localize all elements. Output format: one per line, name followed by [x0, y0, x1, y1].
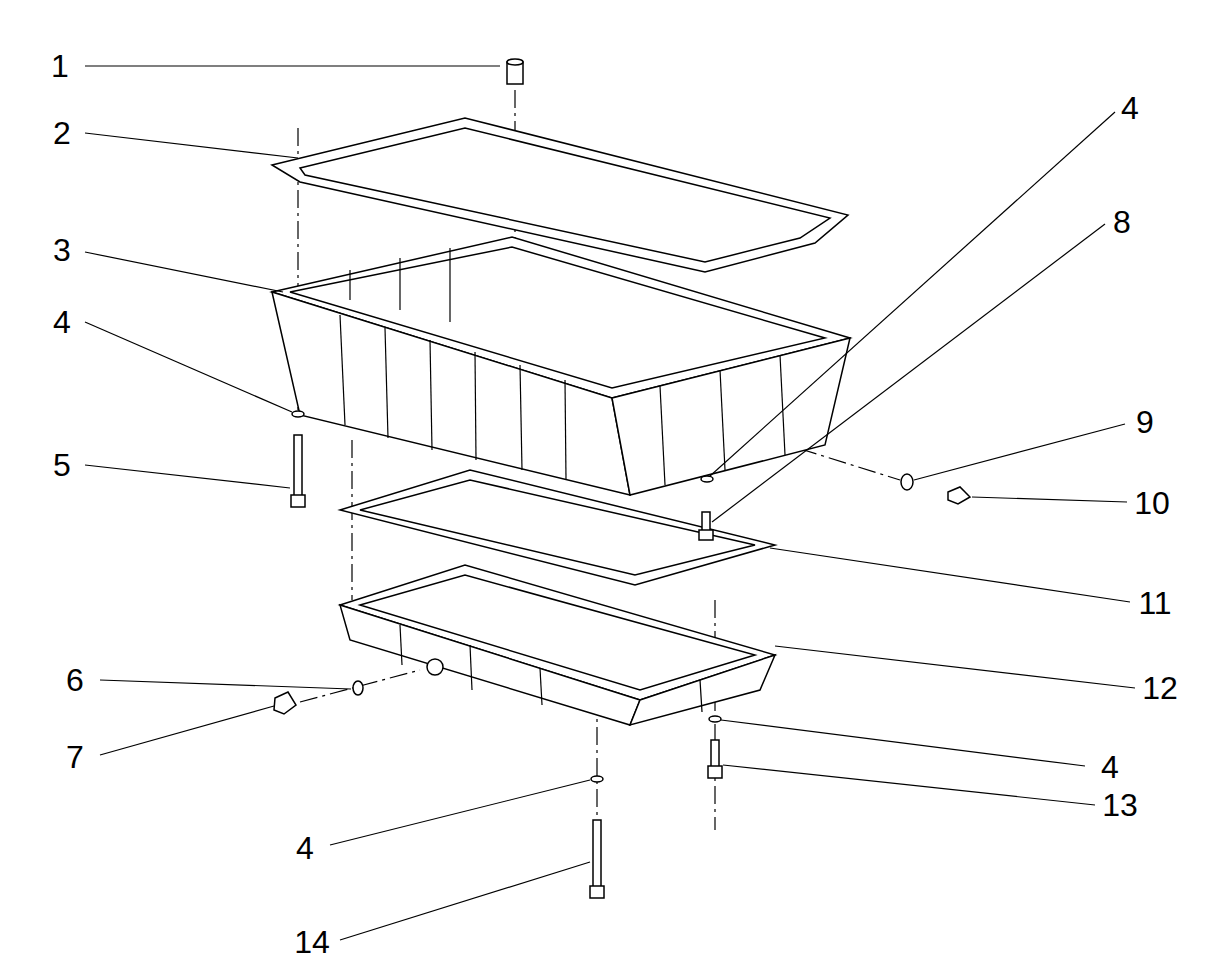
callout-number: 4 — [1121, 92, 1139, 124]
callout-number: 14 — [294, 926, 330, 958]
callout-number: 7 — [66, 741, 84, 773]
callout-number: 10 — [1134, 487, 1170, 519]
callout-number: 1 — [51, 50, 69, 82]
callout-number: 12 — [1142, 672, 1178, 704]
callout-number: 6 — [66, 664, 84, 696]
callout-number: 13 — [1102, 789, 1138, 821]
callout-number: 8 — [1113, 206, 1131, 238]
callout-number: 2 — [53, 117, 71, 149]
callout-number: 11 — [1138, 587, 1171, 619]
callout-number: 4 — [1101, 751, 1119, 783]
callout-number: 4 — [53, 306, 71, 338]
callout-number: 3 — [53, 234, 71, 266]
callout-number: 9 — [1136, 406, 1154, 438]
callout-number: 5 — [53, 449, 71, 481]
callout-number: 4 — [296, 832, 314, 864]
